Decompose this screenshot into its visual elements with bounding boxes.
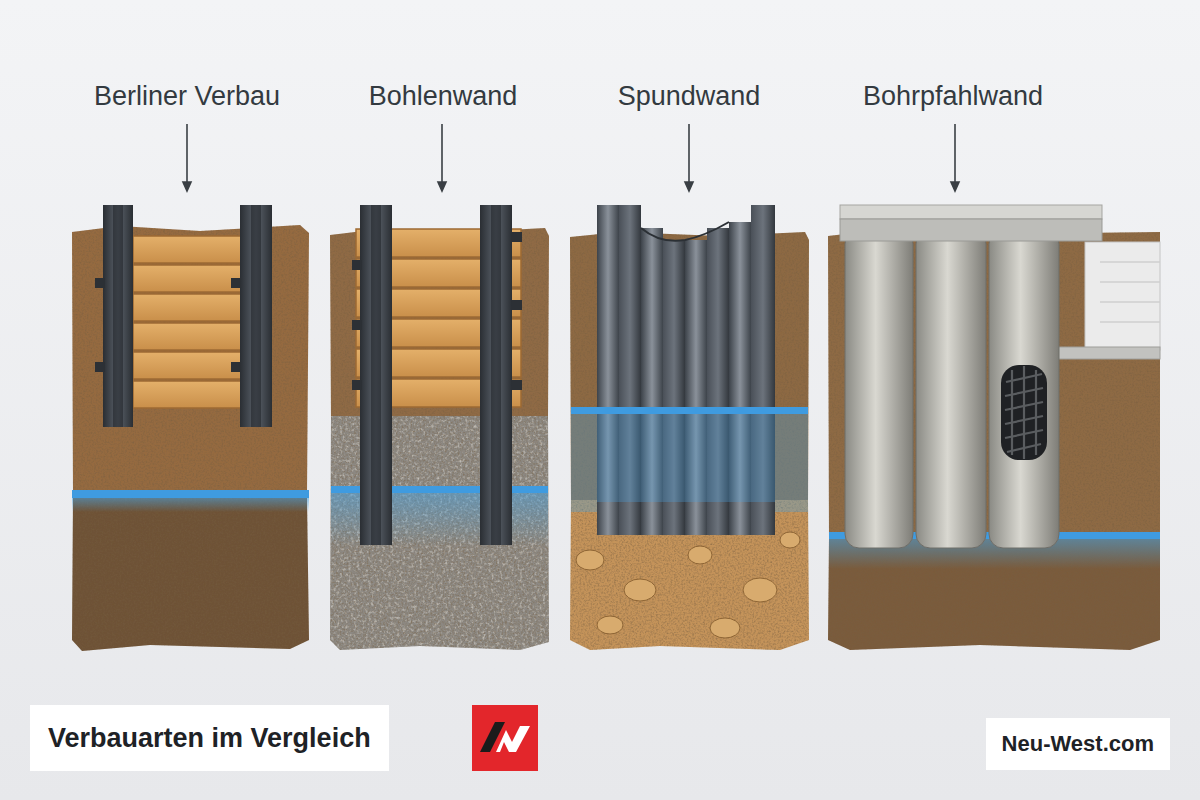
- stone: [710, 618, 740, 638]
- floor-slab: [1058, 347, 1160, 359]
- h-beam: [240, 205, 272, 427]
- leader-line: [186, 124, 188, 184]
- plank: [133, 265, 241, 292]
- water-over-piles: [597, 412, 775, 502]
- stone: [576, 550, 604, 570]
- water-line: [72, 490, 309, 498]
- soil-texture: [72, 498, 309, 651]
- pile-top-profile: [641, 222, 729, 241]
- rebar: [1023, 366, 1025, 459]
- spiral: [1006, 374, 1042, 382]
- beam-web: [371, 205, 381, 545]
- spiral: [1005, 388, 1043, 396]
- steel-beams: [95, 205, 272, 427]
- clamp: [95, 362, 105, 372]
- siding-line: [1100, 261, 1160, 263]
- timber-lagging: [133, 236, 241, 408]
- clamp: [512, 232, 522, 242]
- stone: [743, 578, 777, 602]
- stone: [688, 546, 712, 564]
- clamp: [231, 278, 241, 288]
- logo: [472, 705, 538, 771]
- clamp: [352, 260, 362, 270]
- stone: [597, 616, 623, 634]
- h-beam: [480, 205, 512, 545]
- pile: [916, 230, 986, 548]
- section-heading: Bohrpfahlwand: [863, 80, 1043, 112]
- bohlenwand-section: [330, 205, 549, 650]
- section-heading: Spundwand: [618, 80, 761, 112]
- plank: [133, 352, 241, 379]
- leader-line: [441, 124, 443, 184]
- plank: [133, 381, 241, 408]
- bored-piles: [845, 230, 1059, 548]
- stone: [780, 532, 800, 548]
- watermark: Neu-West.com: [986, 718, 1170, 770]
- clamp: [512, 380, 522, 390]
- clamp: [352, 380, 362, 390]
- beam-web: [491, 205, 501, 545]
- arrow-head: [438, 182, 446, 191]
- plank: [133, 294, 241, 321]
- sheet-piles: [597, 205, 775, 535]
- rebar: [1011, 370, 1013, 455]
- section-heading: Berliner Verbau: [94, 80, 280, 112]
- spiral: [1005, 430, 1043, 438]
- clamps: [352, 232, 522, 390]
- siding-line: [1100, 321, 1160, 323]
- beam-face: [840, 219, 1102, 241]
- stones: [576, 532, 800, 638]
- siding-line: [1100, 301, 1160, 303]
- beam-top: [840, 205, 1102, 219]
- beam-web: [113, 205, 123, 427]
- stone: [624, 579, 656, 601]
- spiral: [1005, 416, 1043, 424]
- berliner-verbau-section: [72, 205, 309, 651]
- pile: [989, 230, 1059, 548]
- soil-texture: [828, 538, 1160, 650]
- spiral: [1007, 444, 1041, 452]
- bohrpfahlwand-section: [828, 205, 1160, 650]
- arrow-head: [685, 182, 693, 191]
- reinforcement-cutout: [1001, 365, 1047, 460]
- leader-arrows: [183, 124, 959, 191]
- plank: [133, 323, 241, 350]
- capping-beam: [840, 205, 1102, 241]
- cutout: [1001, 365, 1047, 460]
- clamp: [231, 362, 241, 372]
- soil-lower: [72, 498, 309, 651]
- water-tint: [571, 412, 808, 512]
- water-glow: [72, 498, 309, 512]
- building: [1058, 242, 1160, 359]
- spiral: [1005, 402, 1043, 410]
- rebar: [1035, 370, 1037, 455]
- siding-line: [1100, 281, 1160, 283]
- building-wall: [1085, 242, 1160, 350]
- h-beam: [103, 205, 133, 427]
- steel-beams: [352, 205, 522, 545]
- clamp: [512, 300, 522, 310]
- pile: [845, 230, 913, 548]
- clamp: [352, 320, 362, 330]
- arrow-head: [951, 182, 959, 191]
- plank: [133, 236, 241, 263]
- arrow-head: [183, 182, 191, 191]
- logo-w: [496, 726, 530, 752]
- clamp: [95, 278, 105, 288]
- h-beam: [360, 205, 392, 545]
- soil-lower: [828, 538, 1160, 650]
- title-box: Verbauarten im Vergleich: [30, 705, 389, 771]
- beam-web: [251, 205, 261, 427]
- section-heading: Bohlenwand: [369, 80, 518, 112]
- rebar-cage: [1005, 366, 1043, 459]
- siding: [1100, 262, 1160, 322]
- leader-line: [688, 124, 690, 184]
- water-line: [571, 407, 808, 414]
- clamps: [95, 278, 241, 372]
- leader-line: [954, 124, 956, 184]
- logo-square: [472, 705, 538, 771]
- spundwand-section: [570, 205, 809, 650]
